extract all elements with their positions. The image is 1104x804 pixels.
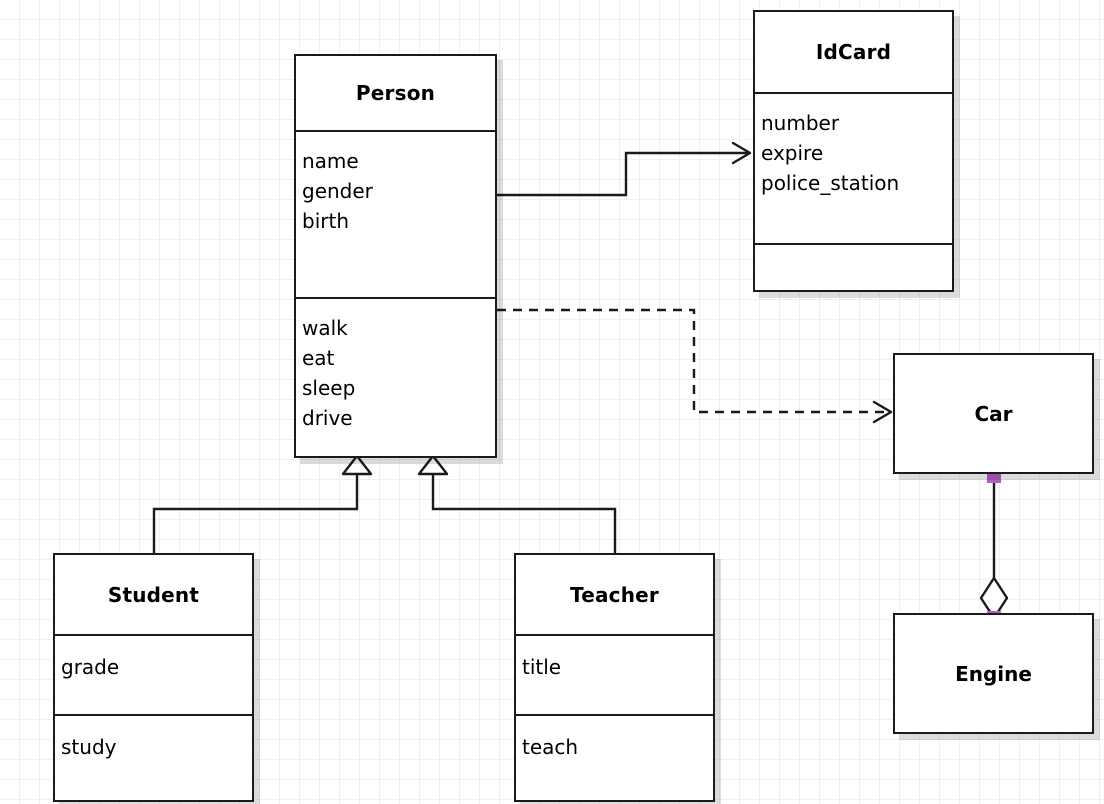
class-title-engine: Engine xyxy=(955,661,1032,686)
class-methods-idcard xyxy=(755,243,952,290)
method-item: teach xyxy=(522,735,579,759)
class-box-teacher[interactable]: Teacher title teach xyxy=(514,553,715,802)
arrowhead-triangle-student xyxy=(341,454,373,476)
class-title-person: Person xyxy=(355,81,436,105)
method-item: study xyxy=(61,735,117,759)
attribute-item: police_station xyxy=(761,171,900,195)
attribute-item: expire xyxy=(761,141,824,165)
class-methods-person: walk eat sleep drive xyxy=(296,297,495,456)
arrowhead-open-idcard xyxy=(731,141,752,165)
method-item: drive xyxy=(302,406,353,430)
class-title-idcard: IdCard xyxy=(815,40,892,64)
edge-student-person[interactable] xyxy=(152,474,359,553)
class-attributes-student: grade xyxy=(55,634,252,714)
method-item: sleep xyxy=(302,376,356,400)
arrowhead-diamond-engine xyxy=(979,576,1009,620)
class-title-car: Car xyxy=(974,401,1013,426)
attribute-item: gender xyxy=(302,179,373,203)
edge-teacher-person[interactable] xyxy=(431,474,617,553)
class-box-person[interactable]: Person name gender birth walk eat sleep … xyxy=(294,54,497,458)
class-attributes-person: name gender birth xyxy=(296,130,495,297)
edge-person-car[interactable] xyxy=(497,308,889,414)
attribute-item: title xyxy=(522,655,562,679)
class-methods-student: study xyxy=(55,714,252,800)
edge-person-idcard[interactable] xyxy=(497,151,748,197)
class-title-teacher: Teacher xyxy=(570,582,659,607)
class-box-student[interactable]: Student grade study xyxy=(53,553,254,802)
method-item: walk xyxy=(302,316,348,340)
attribute-item: number xyxy=(761,111,840,135)
class-attributes-idcard: number expire police_station xyxy=(755,92,952,243)
attribute-item: grade xyxy=(61,655,120,679)
class-box-idcard[interactable]: IdCard number expire police_station xyxy=(753,10,954,292)
attribute-item: birth xyxy=(302,209,349,233)
class-methods-teacher: teach xyxy=(516,714,713,800)
class-box-car[interactable]: Car xyxy=(893,353,1094,474)
attribute-item: name xyxy=(302,149,359,173)
class-attributes-teacher: title xyxy=(516,634,713,714)
arrowhead-triangle-teacher xyxy=(417,454,449,476)
arrowhead-open-car xyxy=(872,400,893,424)
class-box-engine[interactable]: Engine xyxy=(893,613,1094,734)
method-item: eat xyxy=(302,346,335,370)
class-title-student: Student xyxy=(107,582,200,607)
